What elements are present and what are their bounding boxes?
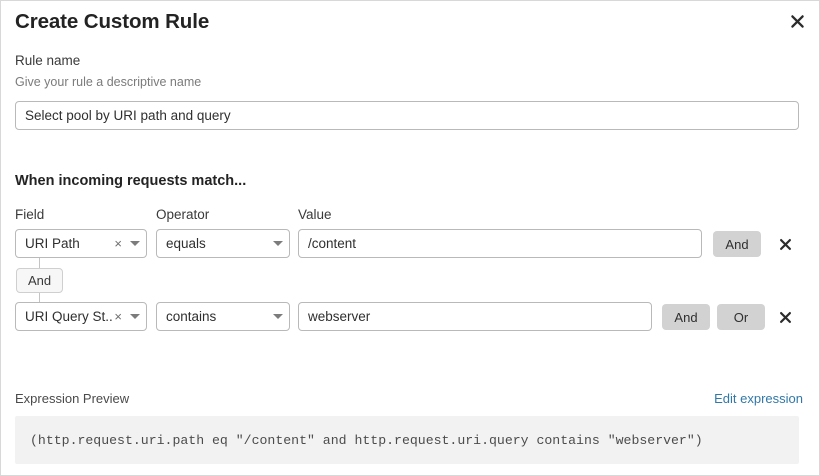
value-input-row-2[interactable] — [298, 302, 652, 331]
connector-line-top — [39, 258, 40, 269]
delete-row-2-icon[interactable] — [775, 307, 795, 327]
operator-select-row-1-value: equals — [166, 236, 206, 251]
chevron-down-icon[interactable] — [272, 314, 283, 319]
field-select-row-1[interactable]: URI Path × — [15, 229, 147, 258]
or-button-row-2[interactable]: Or — [717, 304, 765, 330]
rule-name-sublabel: Give your rule a descriptive name — [15, 75, 202, 89]
operator-select-row-1[interactable]: equals — [156, 229, 290, 258]
field-select-row-1-value: URI Path — [25, 236, 80, 251]
field-select-row-2-value: URI Query St... — [25, 309, 113, 324]
connector-line-bottom — [39, 293, 40, 302]
rule-name-label: Rule name — [15, 53, 81, 68]
expression-preview-code: (http.request.uri.path eq "/content" and… — [15, 416, 799, 464]
clear-icon[interactable]: × — [114, 308, 122, 324]
column-header-operator: Operator — [156, 207, 210, 222]
column-header-value: Value — [298, 207, 332, 222]
chevron-down-icon[interactable] — [272, 241, 283, 246]
close-icon[interactable] — [786, 10, 808, 32]
field-select-row-2[interactable]: URI Query St... × — [15, 302, 147, 331]
and-button-row-2[interactable]: And — [662, 304, 710, 330]
match-section-heading: When incoming requests match... — [15, 173, 247, 189]
operator-select-row-2[interactable]: contains — [156, 302, 290, 331]
expression-preview-label: Expression Preview — [15, 391, 130, 406]
group-connector-and-chip[interactable]: And — [16, 268, 64, 293]
clear-icon[interactable]: × — [114, 235, 122, 251]
operator-select-row-2-value: contains — [166, 309, 217, 324]
column-header-field: Field — [15, 207, 45, 222]
and-button-row-1[interactable]: And — [713, 231, 761, 257]
edit-expression-link[interactable]: Edit expression — [714, 391, 803, 406]
value-input-row-1[interactable] — [298, 229, 702, 258]
chevron-down-icon[interactable] — [129, 314, 140, 319]
delete-row-1-icon[interactable] — [775, 234, 795, 254]
page-title: Create Custom Rule — [15, 10, 210, 33]
chevron-down-icon[interactable] — [129, 241, 140, 246]
rule-name-input[interactable] — [15, 101, 799, 130]
